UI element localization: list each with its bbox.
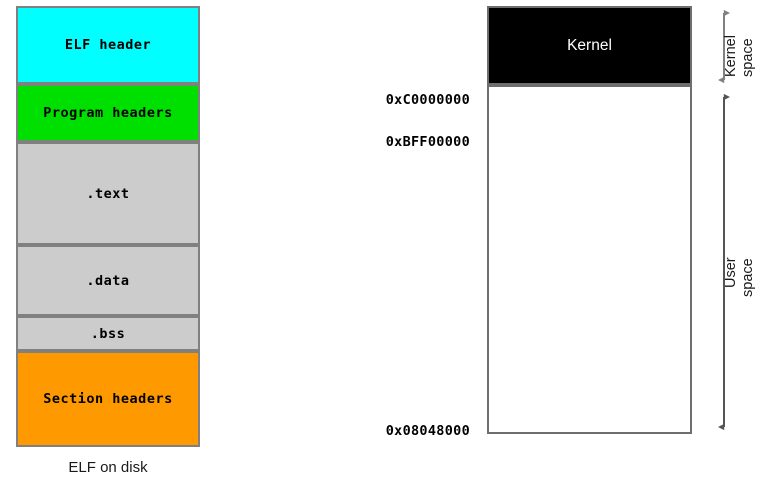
elf-block-text: .text	[16, 142, 200, 245]
address-label-stack-top: 0xBFF00000	[285, 134, 470, 150]
elf-on-disk-caption: ELF on disk	[68, 459, 148, 476]
elf-block-data: .data	[16, 245, 200, 316]
elf-block-label: ELF header	[64, 37, 152, 53]
elf-block-label: Section headers	[43, 391, 173, 407]
kernel-space-label-line1: Kernel	[723, 35, 739, 77]
user-space-label-line1: User	[723, 257, 739, 288]
address-label-text-base: 0x08048000	[285, 423, 470, 439]
address-value: 0xC0000000	[385, 92, 470, 108]
elf-block-program-headers: Program headers	[16, 84, 200, 142]
address-value: 0xBFF00000	[385, 134, 470, 150]
elf-block-label: .bss	[90, 325, 126, 342]
kernel-space-arrow	[718, 9, 731, 84]
memory-region-label: Kernel	[567, 36, 612, 54]
elf-block-bss: .bss	[16, 316, 200, 351]
memory-region-kernel: Kernel	[487, 6, 692, 85]
memory-region-user	[487, 85, 692, 434]
user-space-label-line2: space	[740, 258, 756, 297]
elf-block-elf-header: ELF header	[16, 6, 200, 84]
address-value: 0x08048000	[385, 423, 470, 439]
elf-block-label: Program headers	[43, 105, 173, 121]
kernel-space-label-line2: space	[740, 38, 756, 77]
elf-block-section-headers: Section headers	[16, 351, 200, 447]
address-label-kernel-base: 0xC0000000	[285, 92, 470, 108]
elf-block-label: .text	[86, 185, 130, 202]
elf-block-label: .data	[86, 272, 130, 289]
user-space-arrow	[718, 93, 731, 431]
